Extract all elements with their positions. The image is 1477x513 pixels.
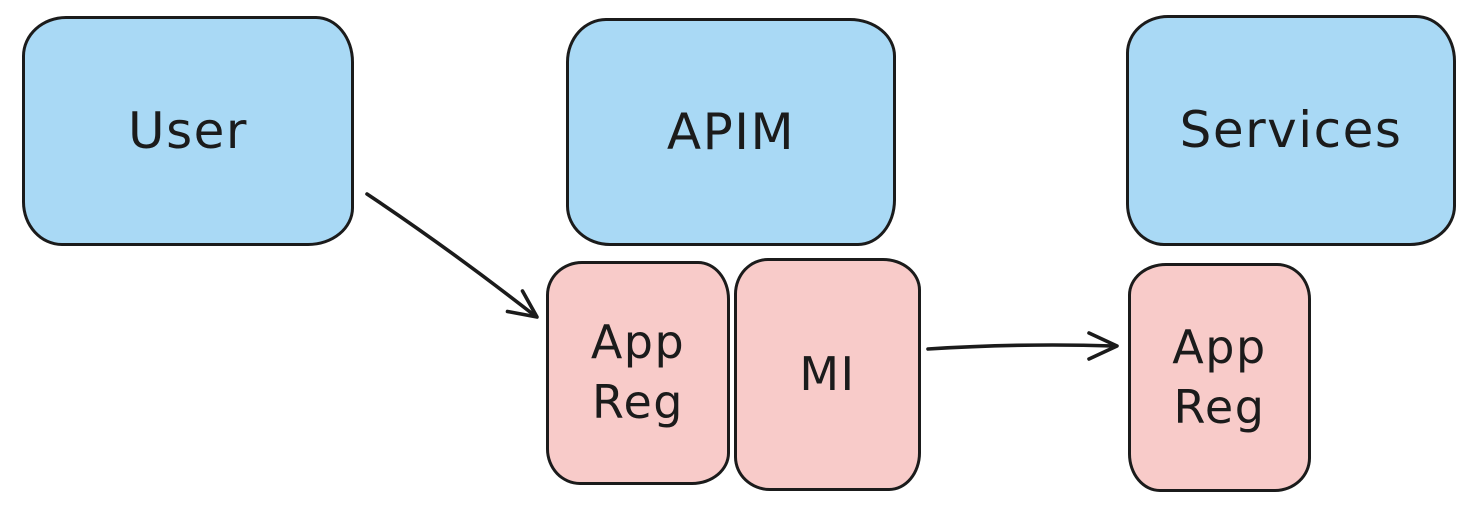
node-user: User: [22, 16, 354, 246]
node-user-label: User: [128, 101, 248, 160]
node-app-reg-left-label: App Reg: [590, 315, 686, 429]
node-app-reg-right-label: App Reg: [1172, 319, 1267, 434]
arrow-mi-to-app-reg: [926, 331, 1119, 361]
node-apim-label: APIM: [666, 102, 796, 161]
node-mi-label: MI: [799, 346, 856, 401]
node-app-reg-left: App Reg: [546, 261, 730, 485]
arrow-user-to-app-reg: [365, 192, 539, 319]
node-services: Services: [1126, 15, 1456, 246]
node-app-reg-right: App Reg: [1128, 263, 1311, 492]
node-apim: APIM: [566, 18, 896, 246]
node-services-label: Services: [1179, 101, 1403, 159]
node-mi: MI: [734, 258, 921, 491]
